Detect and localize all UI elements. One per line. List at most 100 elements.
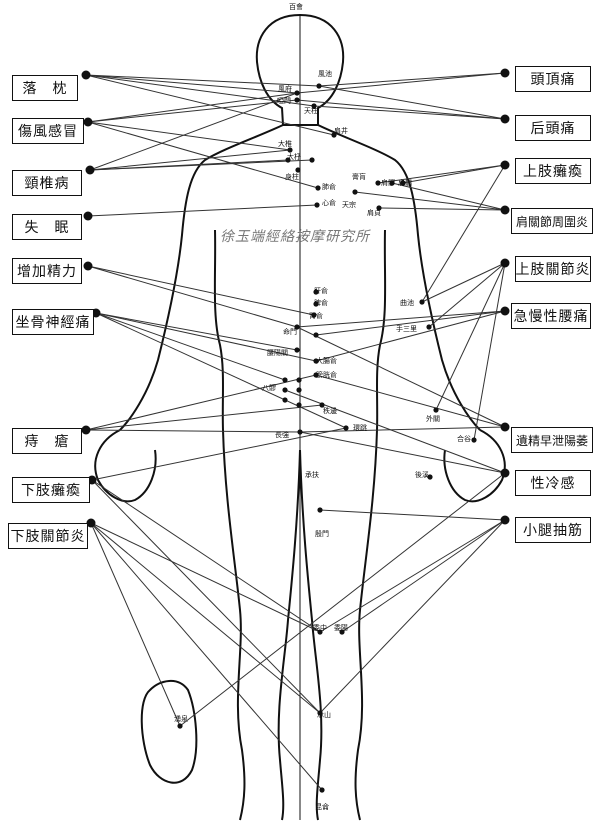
acupoint-dot	[319, 787, 325, 793]
acupoint-dot	[339, 629, 345, 635]
acupoint-dot	[296, 387, 302, 393]
acupoint-dot	[309, 157, 315, 163]
acupoint-dot	[311, 312, 317, 318]
acupoint-dot	[177, 723, 183, 729]
leader-line	[89, 92, 298, 171]
point-dachangshu: 大腸俞	[316, 357, 337, 365]
leader-line	[435, 262, 506, 411]
left-hand-outline	[94, 429, 157, 503]
leader-line	[377, 164, 506, 184]
acupoint-dot	[311, 103, 317, 109]
point-fengchi: 風池	[318, 70, 332, 78]
label-dot	[500, 515, 510, 525]
label-zhichuang: 痔 瘡	[12, 428, 82, 454]
leader-line	[299, 426, 506, 433]
point-shenshu: 腎俞	[309, 312, 323, 320]
point-weizhong: 委中	[313, 624, 327, 632]
acupoint-dot	[433, 407, 439, 413]
label-dot	[500, 422, 510, 432]
acupoint-dot	[297, 429, 303, 435]
leader-line	[95, 312, 298, 351]
leader-line	[95, 312, 347, 429]
point-xinshu: 心俞	[322, 199, 336, 207]
label-xiaotui-choujin: 小腿抽筋	[515, 517, 591, 543]
leader-line	[315, 310, 506, 336]
leader-line	[90, 522, 321, 633]
label-dot	[500, 205, 510, 215]
acupoint-dot	[295, 167, 301, 173]
leader-line	[87, 121, 291, 151]
label-dot	[500, 68, 510, 78]
label-dot	[500, 306, 510, 316]
leader-line	[402, 164, 506, 184]
label-dot	[81, 425, 91, 435]
point-yaoyangguan: 腰陽關	[267, 349, 288, 357]
point-ganshu: 肝俞	[314, 287, 328, 295]
leader-line	[87, 265, 298, 328]
leader-line	[421, 164, 506, 303]
point-mingmen: 命門	[283, 328, 297, 336]
leader-line	[296, 99, 506, 120]
leader-line	[299, 431, 506, 474]
label-jimanxing-yaotong: 急慢性腰痛	[511, 303, 591, 329]
point-shousanli: 手三里	[396, 325, 417, 333]
label-dot	[81, 70, 91, 80]
label-jingzhui-bing: 頸椎病	[12, 170, 82, 196]
leader-line	[179, 472, 506, 727]
acupoint-dot	[294, 347, 300, 353]
label-yijing-zaoxie-yangwei: 遺精早泄陽萎	[511, 427, 593, 453]
foot-sole-outline	[140, 680, 198, 784]
acupoint-dot	[343, 425, 349, 431]
leader-line	[319, 509, 506, 521]
acupoint-dot	[294, 324, 300, 330]
acupoint-dot	[389, 180, 395, 186]
label-dot	[500, 114, 510, 124]
acupoint-dot	[400, 180, 406, 186]
acupoint-dot	[376, 205, 382, 211]
point-huantiao: 環跳	[353, 424, 367, 432]
label-houtou-tong: 后頭痛	[515, 115, 591, 141]
acupoint-dot	[296, 402, 302, 408]
point-hegu: 合谷	[457, 435, 471, 443]
leader-line	[85, 74, 320, 87]
acupoint-dot	[317, 507, 323, 513]
point-yinmen: 殷門	[315, 530, 329, 538]
leader-line	[91, 479, 321, 633]
point-pangguangshu: 膀胱俞	[316, 371, 337, 379]
leader-line	[296, 72, 506, 94]
point-pishu: 脾俞	[314, 299, 328, 307]
acupoint-dot	[282, 397, 288, 403]
point-yamen: 啞門	[277, 97, 291, 105]
point-baliao: 八髎	[262, 384, 276, 392]
label-dot	[85, 165, 95, 175]
leader-line	[421, 262, 506, 303]
label-zengjia-jingli: 增加精力	[12, 258, 82, 284]
label-luozhen: 落 枕	[12, 75, 78, 101]
leader-line	[85, 374, 317, 431]
acupoint-dot	[375, 180, 381, 186]
acupoint-dot	[471, 437, 477, 443]
leader-line	[315, 374, 506, 428]
leader-line	[85, 429, 301, 433]
acupoint-dot	[317, 710, 323, 716]
point-feishu: 肺俞	[322, 183, 336, 191]
leader-line	[313, 105, 506, 120]
acupoint-dot	[331, 132, 337, 138]
label-dot	[86, 518, 96, 528]
point-zhibian: 秩邊	[323, 407, 337, 415]
label-touding-tong: 頭頂痛	[515, 66, 591, 92]
acupoint-dot	[282, 387, 288, 393]
point-tianzhu: 天柱	[304, 107, 318, 115]
point-chengshan: 承山	[317, 711, 331, 719]
acupoint-dot	[315, 185, 321, 191]
acupoint-dot	[282, 377, 288, 383]
point-yongquan: 湧泉	[174, 715, 188, 723]
acupoint-dot	[296, 377, 302, 383]
leader-line	[341, 519, 506, 633]
point-jianjing: 肩井	[334, 127, 348, 135]
leader-line	[354, 191, 506, 211]
leader-line	[318, 72, 506, 87]
leader-line	[87, 265, 315, 316]
leader-line	[89, 159, 313, 171]
